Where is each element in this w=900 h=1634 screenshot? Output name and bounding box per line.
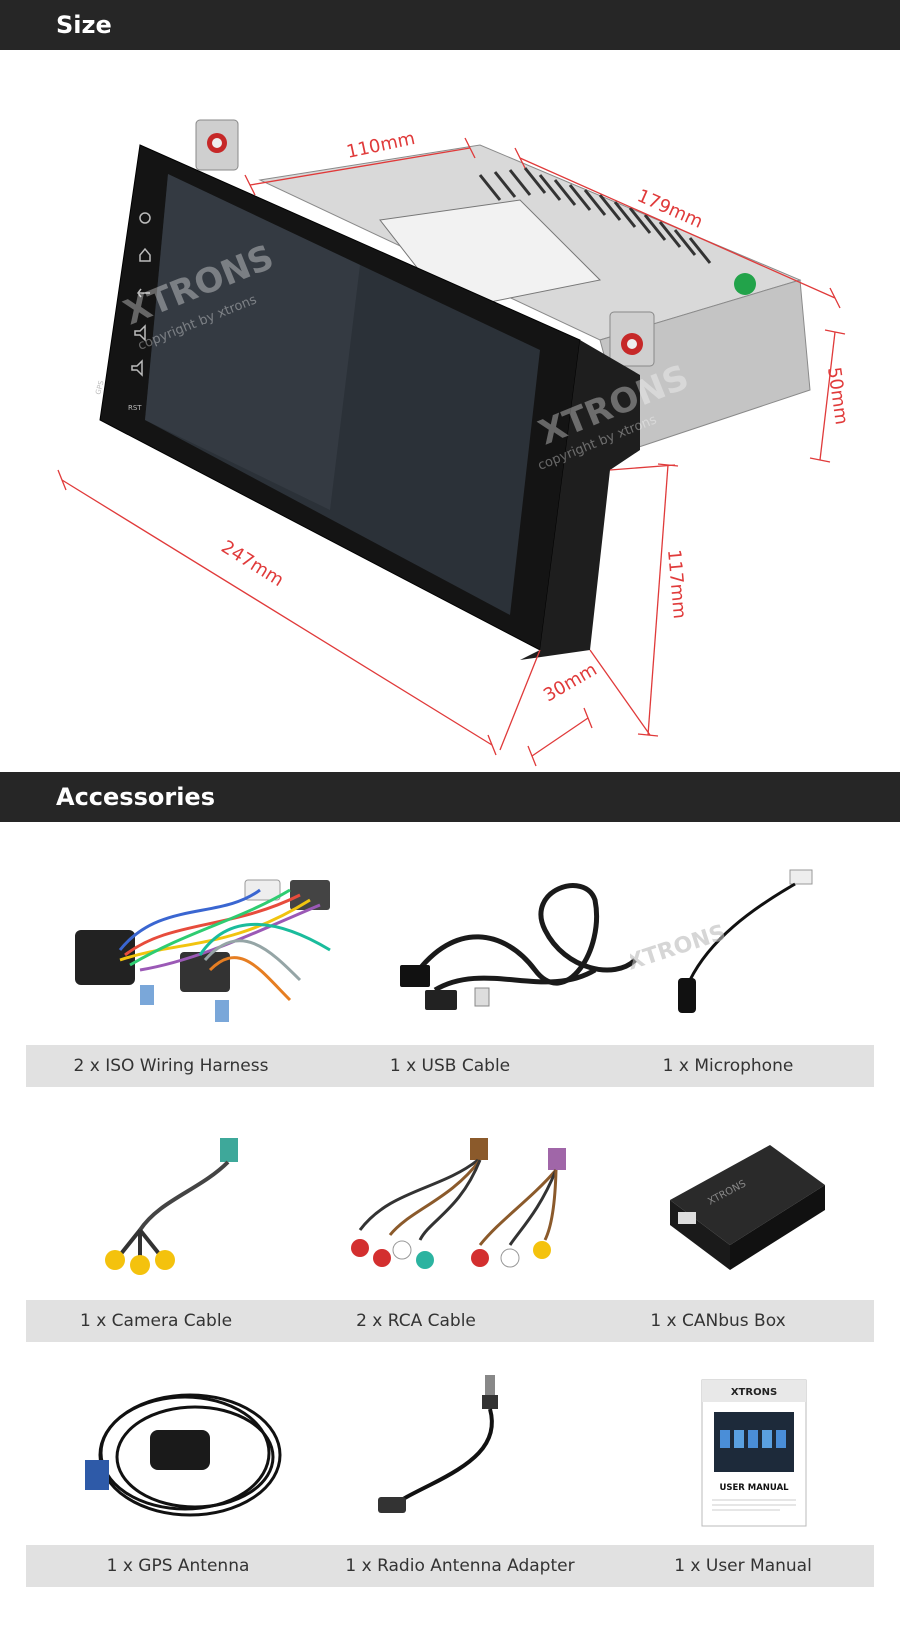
mounting-bracket-right xyxy=(609,311,655,367)
accessory-label-user-manual: 1 x User Manual xyxy=(674,1556,812,1576)
dimension-lines xyxy=(57,137,846,767)
canbus-box-image: XTRONS xyxy=(670,1145,825,1270)
radio-antenna-adapter-image xyxy=(378,1375,498,1513)
accessory-label-rca-cable: 2 x RCA Cable xyxy=(356,1311,476,1331)
screen-glare xyxy=(145,174,360,510)
front-depth-label: 30mm xyxy=(540,659,601,706)
accessory-label-usb-cable: 1 x USB Cable xyxy=(389,1056,511,1076)
green-sticker xyxy=(734,273,756,295)
height-label: 117mm xyxy=(663,549,690,620)
gps-antenna-image xyxy=(85,1393,282,1517)
chassis-height-label: 50mm xyxy=(823,366,852,426)
accessory-label-iso-wiring-harness: 2 x ISO Wiring Harness xyxy=(73,1056,269,1076)
manual-title: USER MANUAL xyxy=(719,1483,789,1493)
accessories-title: Accessories xyxy=(56,783,215,811)
accessory-band-row-1: 2 x ISO Wiring Harness 1 x USB Cable 1 x… xyxy=(26,1045,874,1087)
bezel-side xyxy=(520,340,640,660)
size-title: Size xyxy=(56,11,112,39)
accessory-label-microphone: 1 x Microphone xyxy=(662,1056,794,1076)
power-icon xyxy=(139,212,151,224)
mounting-bracket-left xyxy=(195,119,239,171)
accessory-label-camera-cable: 1 x Camera Cable xyxy=(79,1311,233,1331)
chassis-vents xyxy=(478,167,712,264)
usb-cable-image xyxy=(400,883,637,1010)
home-icon xyxy=(139,247,151,262)
accessory-band-row-2: 1 x Camera Cable 2 x RCA Cable 1 x CANbu… xyxy=(26,1300,874,1342)
user-manual-image: XTRONS USER MANUAL xyxy=(701,1379,807,1527)
size-section-header: Size xyxy=(0,0,900,50)
head-unit-dimension-drawing: GPS RST XTRONS copyright by xtrons XTRON… xyxy=(57,119,852,767)
accessories-section-header: Accessories xyxy=(0,772,900,822)
front-buttons xyxy=(131,212,151,377)
accessory-band-row-3: 1 x GPS Antenna 1 x Radio Antenna Adapte… xyxy=(26,1545,874,1587)
accessory-label-canbus-box: 1 x CANbus Box xyxy=(650,1311,786,1331)
volume-up-icon xyxy=(134,324,146,342)
manual-brand: XTRONS xyxy=(731,1387,777,1398)
camera-cable-image xyxy=(105,1138,238,1275)
accessory-label-gps-antenna: 1 x GPS Antenna xyxy=(106,1556,250,1576)
microphone-image: XTRONS xyxy=(630,869,813,1013)
back-icon xyxy=(137,288,150,298)
volume-down-icon xyxy=(131,359,143,377)
rst-button-label: RST xyxy=(128,404,142,412)
rca-cable-image xyxy=(351,1138,566,1269)
accessory-label-radio-antenna-adapter: 1 x Radio Antenna Adapter xyxy=(345,1556,575,1576)
microphone-xtrons-watermark: XTRONS xyxy=(630,920,729,975)
wiring-harness-image xyxy=(75,879,331,1022)
gps-button-label: GPS xyxy=(94,379,106,395)
